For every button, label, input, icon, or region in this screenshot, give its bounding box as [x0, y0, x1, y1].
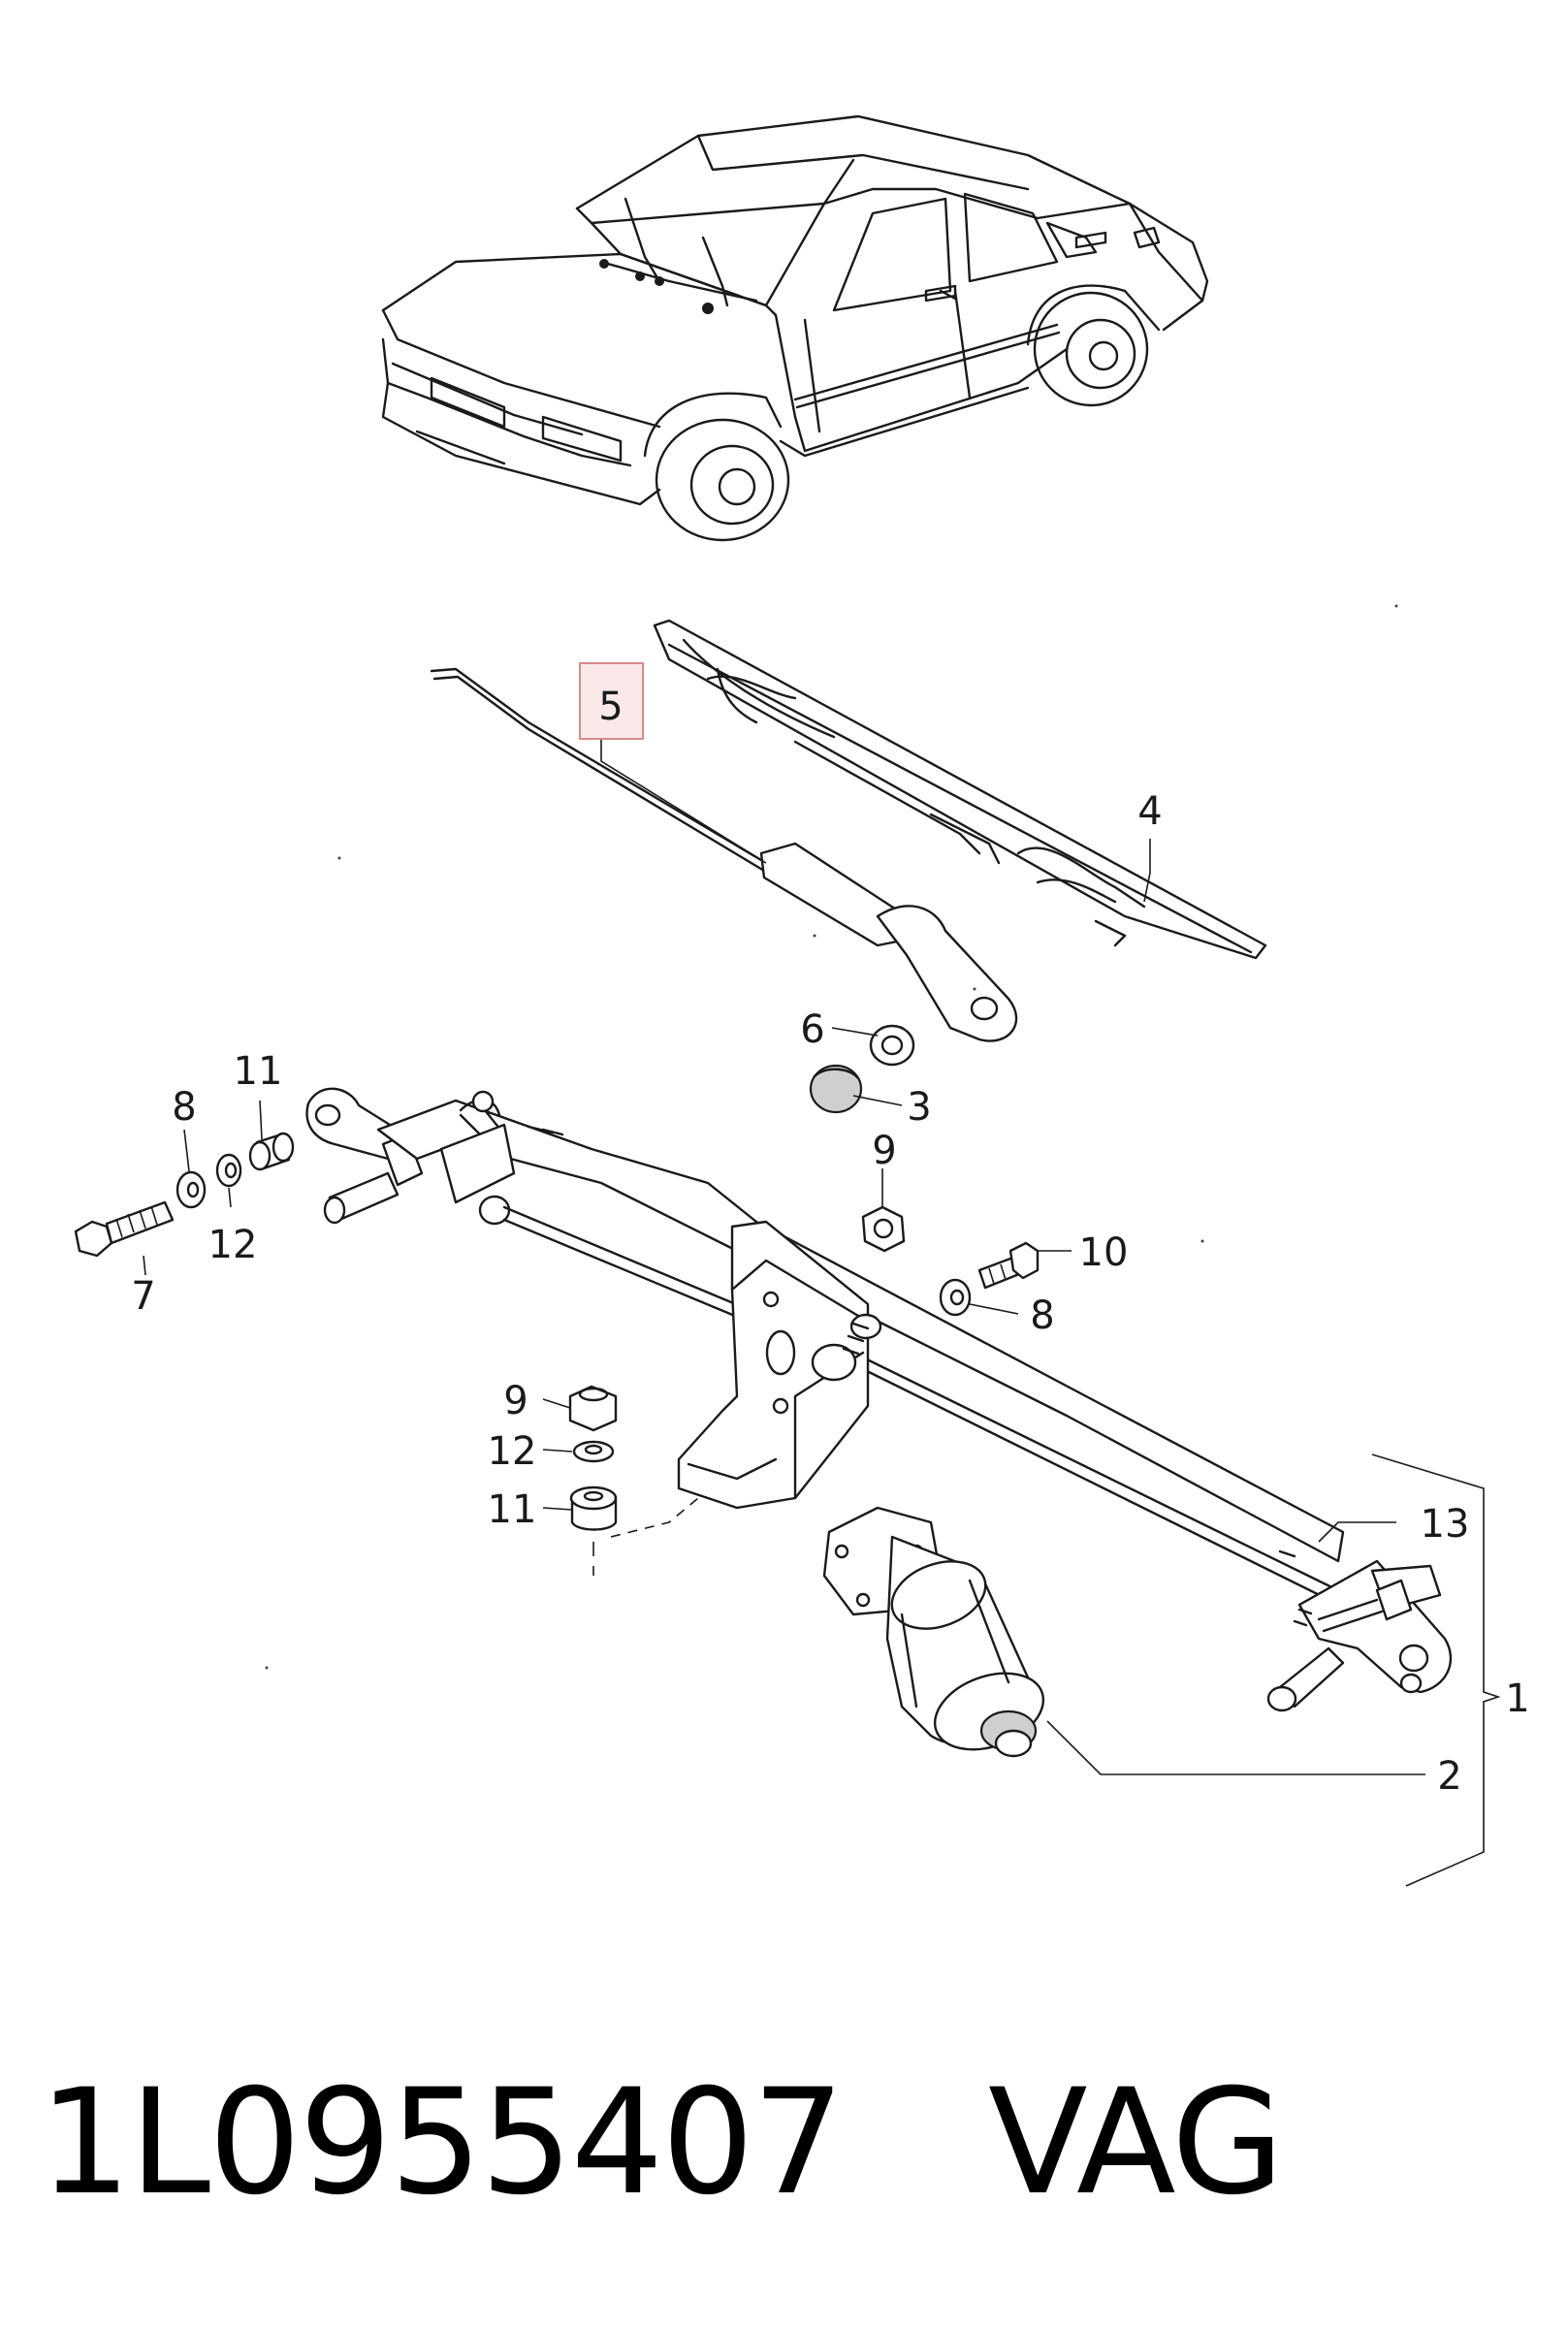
wiper-motor	[822, 1506, 1045, 1758]
part-footer: 1L0955407 VAG	[39, 2046, 1532, 2240]
callout-6: 6	[800, 1007, 824, 1052]
callout-1: 1	[1505, 1676, 1529, 1721]
callout-9-lower: 9	[503, 1379, 528, 1423]
callout-12-lower: 12	[488, 1429, 537, 1474]
callout-10: 10	[1079, 1230, 1129, 1275]
assembly-axis-dashed	[610, 1497, 699, 1538]
washer-12-left	[215, 1153, 242, 1188]
linkage-frame	[305, 1087, 1453, 1712]
callout-13: 13	[1421, 1502, 1470, 1547]
callout-8-right: 8	[1030, 1293, 1054, 1338]
nut-9-lower	[568, 1385, 618, 1432]
car-illustration	[381, 114, 1209, 542]
bushing-11-lower	[569, 1485, 618, 1531]
bolt-7	[74, 1200, 175, 1258]
callout-3: 3	[907, 1085, 931, 1130]
callout-12-upper: 12	[208, 1223, 258, 1267]
bolt-10	[977, 1241, 1040, 1290]
bushing-11-left	[248, 1132, 295, 1171]
callouts: 5 4 6 3 9 10 8 11 8 12 7 9 12 11 13 1 2	[131, 662, 1530, 1799]
callout-8-left: 8	[172, 1085, 196, 1130]
scan-specks	[265, 604, 1398, 1670]
cap-3	[809, 1064, 863, 1114]
leader-lines	[143, 737, 1501, 1887]
callout-5-highlight	[579, 662, 644, 740]
wiper-arm	[430, 667, 1018, 1042]
nut-6	[869, 1024, 915, 1067]
washer-8-left	[176, 1170, 207, 1209]
wiper-blade	[653, 619, 1267, 960]
callout-5: 5	[598, 685, 623, 729]
washer-12-lower	[572, 1440, 615, 1463]
wiper-linkage-diagram: 5 4 6 3 9 10 8 11 8 12 7 9 12 11 13 1 2	[74, 114, 1530, 1887]
callout-2: 2	[1437, 1754, 1461, 1799]
callout-11-upper: 11	[234, 1049, 283, 1094]
nut-9-upper	[861, 1205, 906, 1253]
brand-name: VAG	[988, 2059, 1284, 2227]
washer-8-right	[939, 1278, 972, 1317]
callout-11-lower: 11	[488, 1487, 537, 1532]
callout-7: 7	[131, 1274, 155, 1319]
callout-9-upper: 9	[872, 1129, 896, 1173]
part-number: 1L0955407	[39, 2059, 845, 2227]
callout-4: 4	[1137, 789, 1162, 834]
